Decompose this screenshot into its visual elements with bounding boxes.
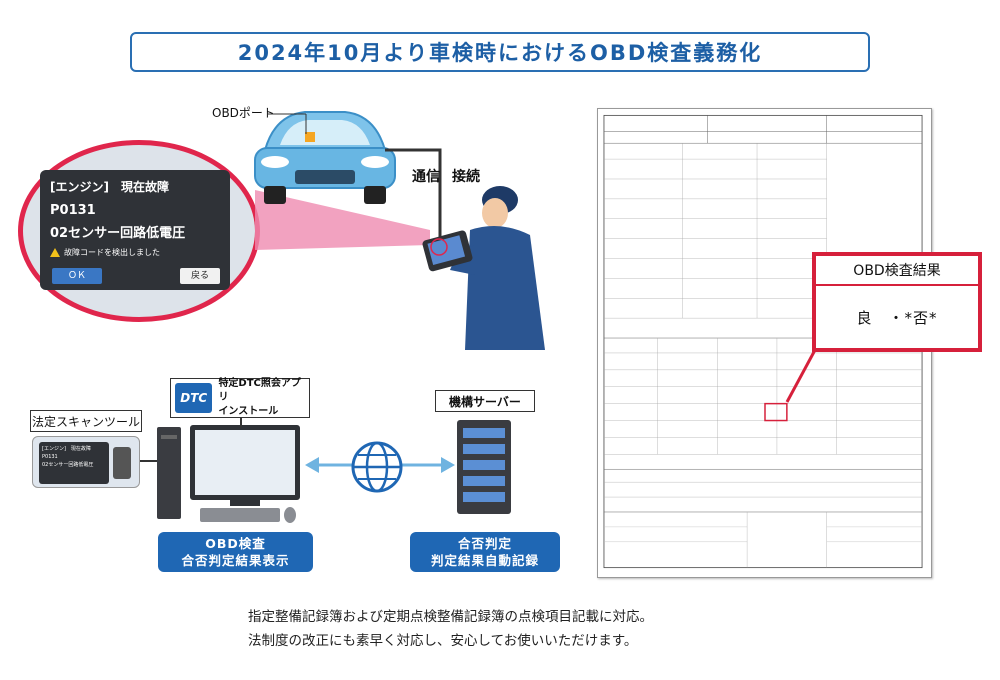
obd-result-value: 良 ・*否* bbox=[856, 308, 938, 327]
server-rack-icon bbox=[457, 420, 511, 514]
obd-cable bbox=[385, 148, 442, 240]
scan-line4-text: 故障コードを検出しました bbox=[64, 248, 160, 257]
mini-scan-buttons bbox=[113, 447, 131, 479]
scan-line3: 02センサー回路低電圧 bbox=[50, 226, 186, 241]
mini-scan-line3: 02センサー回路低電圧 bbox=[42, 462, 94, 468]
mini-scan-screen: [エンジン] 現在故障 P0131 02センサー回路低電圧 bbox=[39, 442, 109, 484]
mini-scan-line1: [エンジン] 現在故障 bbox=[42, 446, 91, 452]
connection-label: 接続 bbox=[452, 169, 480, 185]
globe-icon bbox=[351, 441, 403, 493]
obd-inspection-line1: OBD検査 bbox=[205, 536, 266, 551]
agency-server-label: 機構サーバー bbox=[435, 390, 535, 412]
scan-line4: 故障コードを検出しました bbox=[50, 247, 220, 258]
dtc-app-text: 特定DTC照会アプリ インストール bbox=[218, 377, 305, 419]
pass-fail-line1: 合否判定 bbox=[457, 536, 512, 551]
obd-port-label: OBDポート bbox=[212, 106, 275, 120]
scan-line2: P0131 bbox=[50, 203, 96, 218]
car-illustration bbox=[254, 111, 396, 204]
page-title-text: 2024年10月より車検時におけるOBD検査義務化 bbox=[237, 41, 763, 65]
warning-icon bbox=[50, 248, 60, 257]
dtc-app-box: DTC 特定DTC照会アプリ インストール bbox=[170, 378, 310, 418]
pass-fail-judgment-button[interactable]: 合否判定 判定結果自動記録 bbox=[410, 532, 560, 572]
communication-label: 通信 bbox=[412, 169, 440, 185]
obd-result-header: OBD検査結果 bbox=[816, 256, 978, 286]
scan-screen-zoomed: [エンジン] 現在故障 P0131 02センサー回路低電圧 故障コードを検出しま… bbox=[40, 170, 230, 290]
mini-scan-tool: [エンジン] 現在故障 P0131 02センサー回路低電圧 bbox=[32, 436, 140, 488]
dtc-app-line1: 特定DTC照会アプリ bbox=[218, 378, 301, 403]
ok-button[interactable]: ＯＫ bbox=[52, 268, 102, 284]
obd-inspection-button[interactable]: OBD検査 合否判定結果表示 bbox=[158, 532, 313, 572]
mini-scan-line2: P0131 bbox=[42, 454, 58, 460]
obd-port-pointer bbox=[268, 113, 307, 134]
dtc-badge: DTC bbox=[175, 383, 213, 413]
back-button[interactable]: 戻る bbox=[180, 268, 220, 284]
legal-scan-tool-label: 法定スキャンツール bbox=[30, 410, 142, 432]
dtc-app-line2: インストール bbox=[218, 406, 279, 417]
footer-line2: 法制度の改正にも素早く対応し、安心してお使いいただけます。 bbox=[248, 633, 638, 649]
result-pointer-line bbox=[785, 350, 817, 403]
footer-line1: 指定整備記録簿および定期点検整備記録簿の点検項目記載に対応。 bbox=[248, 609, 653, 625]
footer-text: 指定整備記録簿および定期点検整備記録簿の点検項目記載に対応。 法制度の改正にも素… bbox=[248, 605, 653, 653]
pc-tower bbox=[157, 427, 181, 519]
obd-result-box: OBD検査結果 良 ・*否* bbox=[812, 252, 982, 352]
zoom-beam bbox=[255, 190, 430, 250]
pass-fail-line2: 判定結果自動記録 bbox=[430, 553, 539, 568]
keyboard-and-mouse bbox=[200, 498, 296, 523]
scan-line1: [エンジン] 現在故障 bbox=[50, 180, 169, 194]
mechanic-illustration bbox=[422, 186, 545, 350]
obd-inspection-line2: 合否判定結果表示 bbox=[181, 553, 290, 568]
pc-monitor bbox=[190, 425, 300, 500]
page-title: 2024年10月より車検時におけるOBD検査義務化 bbox=[130, 32, 870, 72]
